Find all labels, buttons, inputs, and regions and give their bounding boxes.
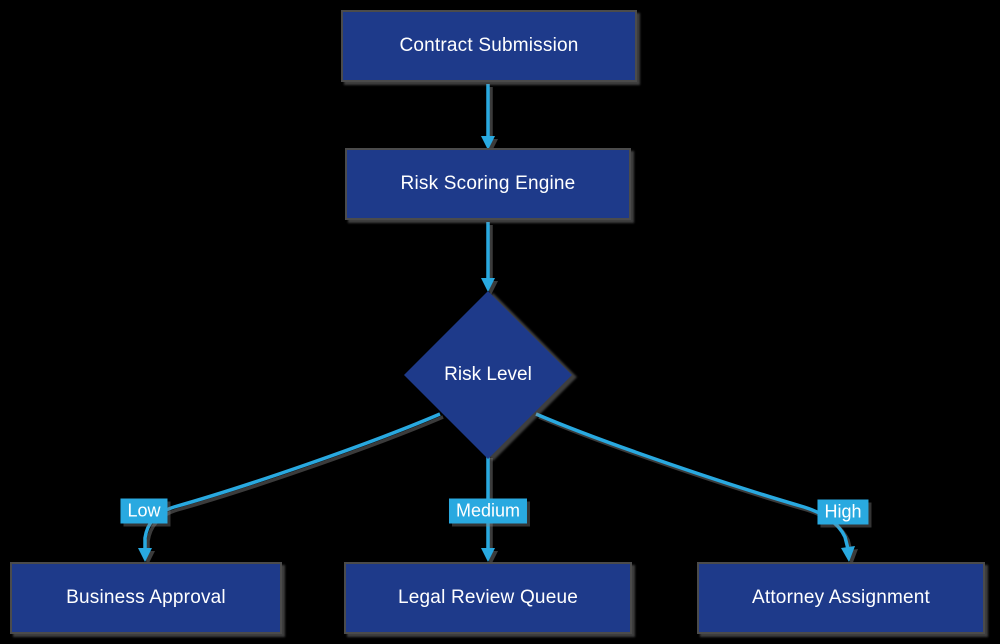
node-risk-scoring-engine-label: Risk Scoring Engine [400,173,576,194]
node-attorney-assignment-label: Attorney Assignment [751,587,931,608]
node-contract-submission-label: Contract Submission [399,35,579,56]
arrowhead [481,278,495,292]
node-risk-scoring-engine: Risk Scoring Engine [345,148,631,220]
arrowhead [138,548,152,562]
node-business-approval-label: Business Approval [66,587,226,608]
node-contract-submission: Contract Submission [341,10,637,82]
node-risk-level-label: Risk Level [444,364,532,385]
arrowhead [481,136,495,150]
risk-level-diamond-shape: Risk Level [404,291,572,459]
node-risk-level: Risk Level [404,291,572,459]
arrowhead [841,546,855,562]
node-business-approval: Business Approval [10,562,282,634]
node-attorney-assignment: Attorney Assignment [697,562,985,634]
node-legal-review-queue-label: Legal Review Queue [398,587,578,608]
edge-risklevel-to-attorney [535,412,850,550]
arrowhead [481,548,495,562]
node-legal-review-queue: Legal Review Queue [344,562,632,634]
edge-label-medium: Medium [448,498,528,524]
edge-label-high: High [817,499,869,525]
edge-risklevel-to-business [143,412,441,549]
edge-label-low: Low [120,498,168,524]
